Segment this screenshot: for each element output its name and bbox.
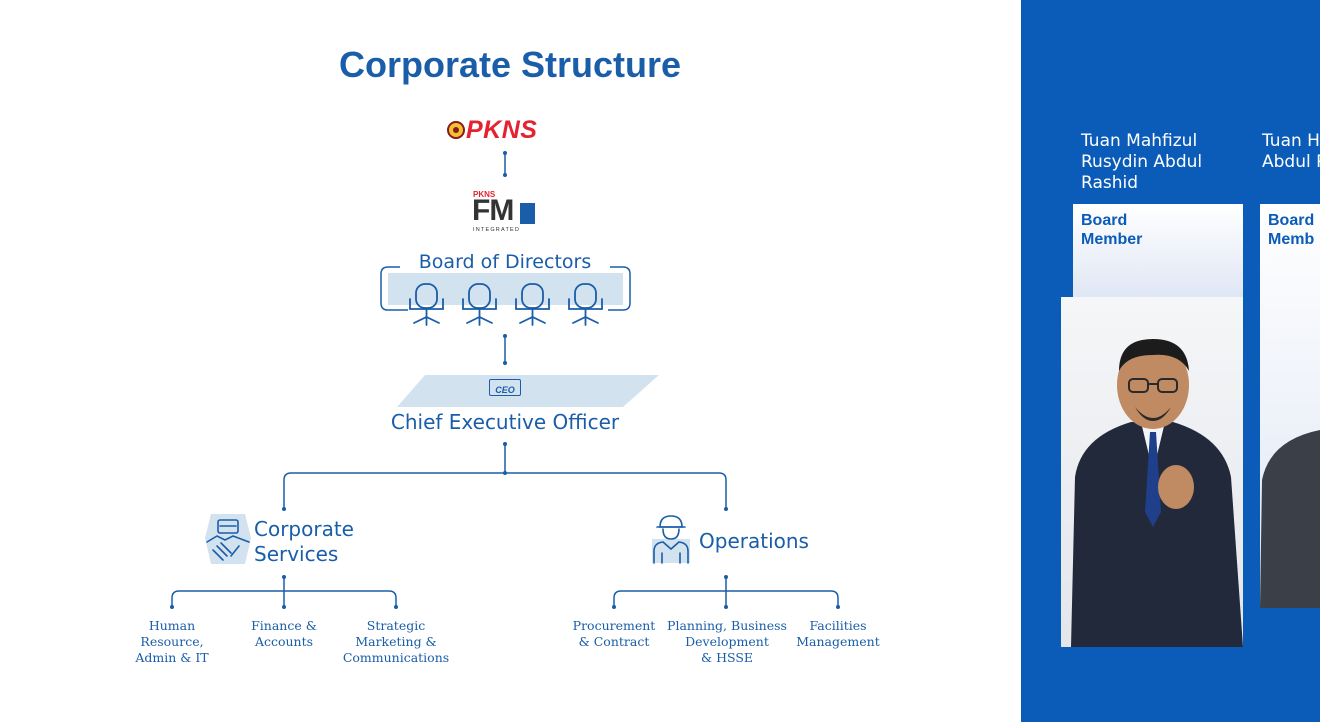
unit-line: Marketing & — [355, 634, 437, 649]
operations-label: Operations — [699, 529, 809, 553]
unit-line: Planning, Business — [667, 618, 787, 633]
page-title: Corporate Structure — [338, 44, 682, 85]
unit-finance-accounts: Finance & Accounts — [224, 618, 344, 650]
office-chair-icon — [515, 283, 550, 326]
org-connectors — [170, 151, 840, 609]
unit-line: Development — [685, 634, 769, 649]
unit-strategic-marketing: Strategic Marketing & Communications — [336, 618, 456, 666]
unit-line: Human — [148, 618, 196, 633]
unit-line: Facilities — [809, 618, 867, 633]
unit-facilities-management: Facilities Management — [778, 618, 898, 650]
member-name-line: Tuan H — [1262, 131, 1320, 151]
fm-integrated-logo: PKNS FM INTEGRATED — [470, 190, 540, 236]
engineer-icon — [652, 515, 690, 564]
member-name: Tuan Mahfizul Rusydin Abdul Rashid — [1081, 131, 1251, 194]
office-chair-icon — [409, 283, 444, 326]
fm-logo-sub: INTEGRATED — [473, 227, 521, 233]
ceo-label: Chief Executive Officer — [390, 410, 620, 434]
board-members-panel: Tuan Mahfizul Rusydin Abdul Rashid Board… — [1021, 0, 1320, 722]
corporate-services-label: Corporate Services — [254, 517, 394, 567]
unit-line: Finance & — [251, 618, 317, 633]
person-portrait — [1071, 339, 1243, 647]
ceo-badge-text: CEO — [495, 385, 515, 395]
unit-line: Communications — [342, 650, 450, 665]
unit-human-resource: Human Resource, Admin & IT — [112, 618, 232, 666]
member-role-line: Memb — [1268, 231, 1315, 248]
ceo-desk — [397, 375, 659, 407]
fm-logo-top: PKNS — [473, 190, 496, 199]
corporate-services-line-1: Corporate — [254, 517, 354, 541]
member-role-line: Board — [1081, 212, 1128, 229]
fm-logo-main: FM — [472, 194, 514, 227]
crest-icon — [447, 121, 465, 139]
pkns-logo: PKNS — [446, 116, 568, 144]
unit-line: Accounts — [254, 634, 314, 649]
person-portrait — [1260, 430, 1320, 608]
unit-procurement-contract: Procurement & Contract — [554, 618, 674, 650]
member-name-line: Abdul R — [1262, 152, 1320, 172]
member-name-line: Tuan Mahfizul — [1081, 131, 1198, 151]
ceo-badge: CEO — [489, 379, 521, 396]
unit-line: & HSSE — [700, 650, 754, 665]
board-label: Board of Directors — [400, 251, 610, 273]
unit-line: Procurement — [572, 618, 656, 633]
unit-line: & Contract — [578, 634, 650, 649]
member-name-line: Rusydin Abdul — [1081, 152, 1203, 172]
member-photo — [1061, 297, 1243, 647]
member-name-line: Rashid — [1081, 173, 1139, 193]
pkns-wordmark: PKNS — [466, 116, 538, 144]
board-graphic — [380, 266, 631, 311]
board-chairs — [409, 283, 603, 326]
unit-line: Resource, — [140, 634, 204, 649]
member-name: Tuan H Abdul R — [1262, 131, 1320, 173]
office-chair-icon — [462, 283, 497, 326]
office-chair-icon — [568, 283, 603, 326]
corporate-services-line-2: Services — [254, 542, 339, 566]
member-role-line: Member — [1081, 231, 1143, 248]
member-photo — [1260, 430, 1320, 608]
handshake-icon — [205, 514, 251, 564]
unit-planning-business: Planning, Business Development & HSSE — [666, 618, 788, 666]
unit-line: Management — [796, 634, 880, 649]
unit-line: Admin & IT — [135, 650, 209, 665]
unit-line: Strategic — [366, 618, 426, 633]
member-role-card: Board Member — [1073, 204, 1243, 298]
fm-logo-mark — [520, 203, 535, 224]
member-role-line: Board — [1268, 212, 1315, 229]
